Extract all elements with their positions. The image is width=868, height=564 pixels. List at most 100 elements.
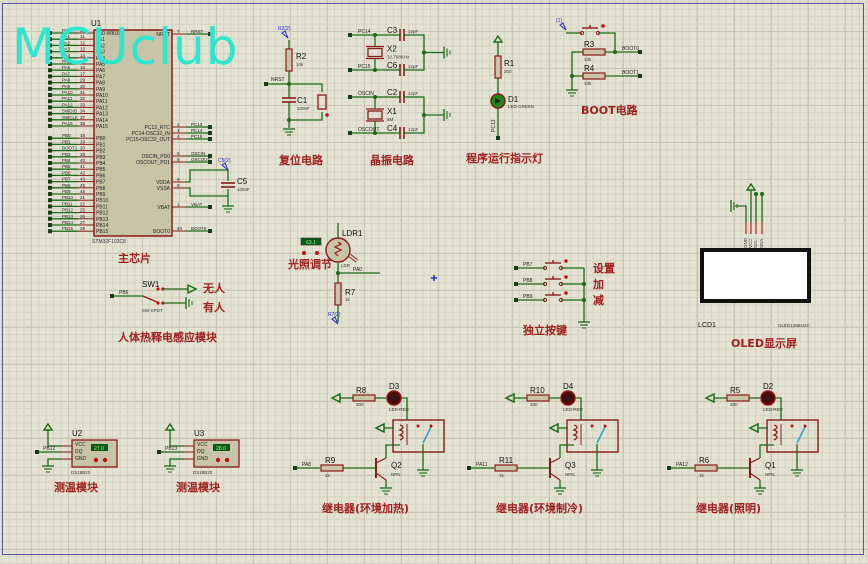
osc-net-label: OSCOUT [358, 127, 379, 133]
c5-value: 100nF [237, 187, 250, 192]
c5-wire [186, 169, 229, 183]
ds18b20-temp-down[interactable] [93, 457, 99, 463]
ds18b20-part: DS18B20 [193, 470, 213, 475]
resistor-r1[interactable] [494, 55, 502, 79]
oled-display[interactable] [700, 248, 811, 303]
r7-value: 1k [345, 297, 351, 302]
mcu-pin-terminal [208, 229, 212, 233]
cap-ref: C6 [387, 61, 398, 70]
resistor-r10[interactable] [526, 394, 550, 402]
mcu-pin-name: VDDA [156, 180, 171, 186]
mcu-pin-number: 31 [80, 90, 86, 95]
relay-wire [775, 397, 782, 420]
mcu-pin-number: 30 [80, 84, 86, 89]
mcu-pin-net: PA15 [62, 121, 73, 126]
oled-pin-name: GND [743, 237, 748, 248]
section-label-boot: BOOT电路 [581, 103, 639, 117]
transistor-ref: Q3 [565, 461, 576, 470]
mcu-pin-number: 37 [80, 115, 86, 120]
voltage-probe-boot[interactable] [559, 22, 567, 31]
relay-terminal [790, 424, 794, 428]
resistor-r5[interactable] [726, 394, 750, 402]
relay-wire [575, 397, 582, 420]
mcu-pin-terminal [48, 68, 52, 73]
resistor-r3[interactable] [582, 48, 606, 56]
key-button-1-contact [542, 265, 548, 271]
transistor-collector [375, 457, 387, 464]
key-net-label: PB8 [523, 278, 533, 284]
voltage-probe-c5[interactable] [221, 162, 229, 171]
mcu-pin-net: PA8 [62, 78, 71, 83]
relay[interactable] [566, 419, 619, 453]
pb6-terminal [110, 294, 114, 298]
mcu-pin-net: PB5 [62, 164, 71, 169]
section-label-relay: 继电器(环境制冷) [496, 501, 583, 515]
mcu-pin-number: 10 [80, 28, 86, 33]
crystal-x1[interactable] [367, 110, 383, 120]
mcu-pin-terminal [48, 117, 52, 122]
mcu-pin-name: PA4 [96, 56, 105, 62]
ds18b20-pin-name: VCC [197, 442, 208, 448]
relay[interactable] [766, 419, 819, 453]
c5-wire [186, 187, 229, 197]
mcu-pin-number: 43 [80, 177, 86, 182]
mcu-pin-name: OSCOUT_PD1 [136, 160, 170, 166]
mcu-pin-number: 14 [80, 53, 86, 58]
resistor-r8[interactable] [352, 394, 376, 402]
mcu-pin-name: PB6 [96, 173, 106, 179]
base-r-value: 1k [325, 473, 331, 478]
osc-terminal [348, 33, 352, 37]
power-arrow-icon [374, 422, 385, 434]
ldr-control-down[interactable] [302, 251, 306, 255]
mcu-pin-number: 17 [80, 71, 86, 76]
relay-net-label: PA8 [302, 462, 311, 468]
resistor-r4[interactable] [582, 72, 606, 80]
mcu-pin-number: 46 [80, 189, 86, 194]
section-label-run-led: 程序运行指示灯 [466, 151, 543, 165]
mcu-pin-terminal [208, 154, 212, 158]
ds18b20-readout [213, 444, 230, 451]
nrst-terminal [264, 82, 268, 86]
key-terminal [514, 298, 518, 302]
ds18b20-temp-down[interactable] [215, 457, 221, 463]
r2-value: 10k [296, 62, 304, 67]
mcu-pin-number: 21 [80, 195, 86, 200]
mcu-pin-net: BOOT1 [62, 146, 78, 151]
transistor-emitter [549, 472, 561, 481]
ldr-control-up[interactable] [315, 251, 319, 255]
mcu-pin-number: 8 [177, 183, 180, 188]
voltage-probe-r7[interactable] [331, 316, 339, 325]
reset-button[interactable] [317, 94, 327, 110]
ds18b20-temp-up[interactable] [102, 457, 108, 463]
mcu-pin-net: PA11 [62, 96, 73, 101]
voltage-probe-r2[interactable] [281, 30, 289, 39]
resistor-r2[interactable] [285, 48, 293, 72]
ds18b20-pin-name: GND [75, 456, 87, 462]
resistor-r11[interactable] [494, 464, 518, 472]
mcu-pin-name: PB11 [96, 204, 108, 210]
mcu-pin-number: 27 [80, 220, 86, 225]
resistor-r9[interactable] [320, 464, 344, 472]
mcu-pin-number: 25 [80, 208, 86, 213]
ds18b20-temp-up[interactable] [224, 457, 230, 463]
relay-contact [596, 426, 606, 444]
mcu-pin-name: PB15 [96, 229, 108, 235]
resistor-r6[interactable] [694, 464, 718, 472]
relay-coil [772, 424, 778, 441]
transistor-value: NPN [765, 472, 775, 477]
power-arrow-icon [330, 392, 341, 404]
crystal-x2[interactable] [367, 47, 383, 58]
mcu-u1-body[interactable] [93, 29, 173, 237]
relay[interactable] [392, 419, 445, 453]
power-icon [164, 422, 176, 431]
sw1-contact [156, 287, 160, 291]
mcu-pin-name: PA9 [96, 87, 105, 93]
relay-input-terminal [293, 466, 297, 470]
mcu-pin-number: 34 [80, 109, 86, 114]
switch-sw1[interactable] [142, 295, 158, 303]
resistor-r7[interactable] [334, 282, 342, 306]
section-label-oled: OLED显示屏 [731, 337, 797, 350]
ldr-readout-value: 63.1 [306, 240, 316, 246]
relay-coil [398, 424, 404, 441]
mcu-pin-terminal [48, 80, 52, 85]
